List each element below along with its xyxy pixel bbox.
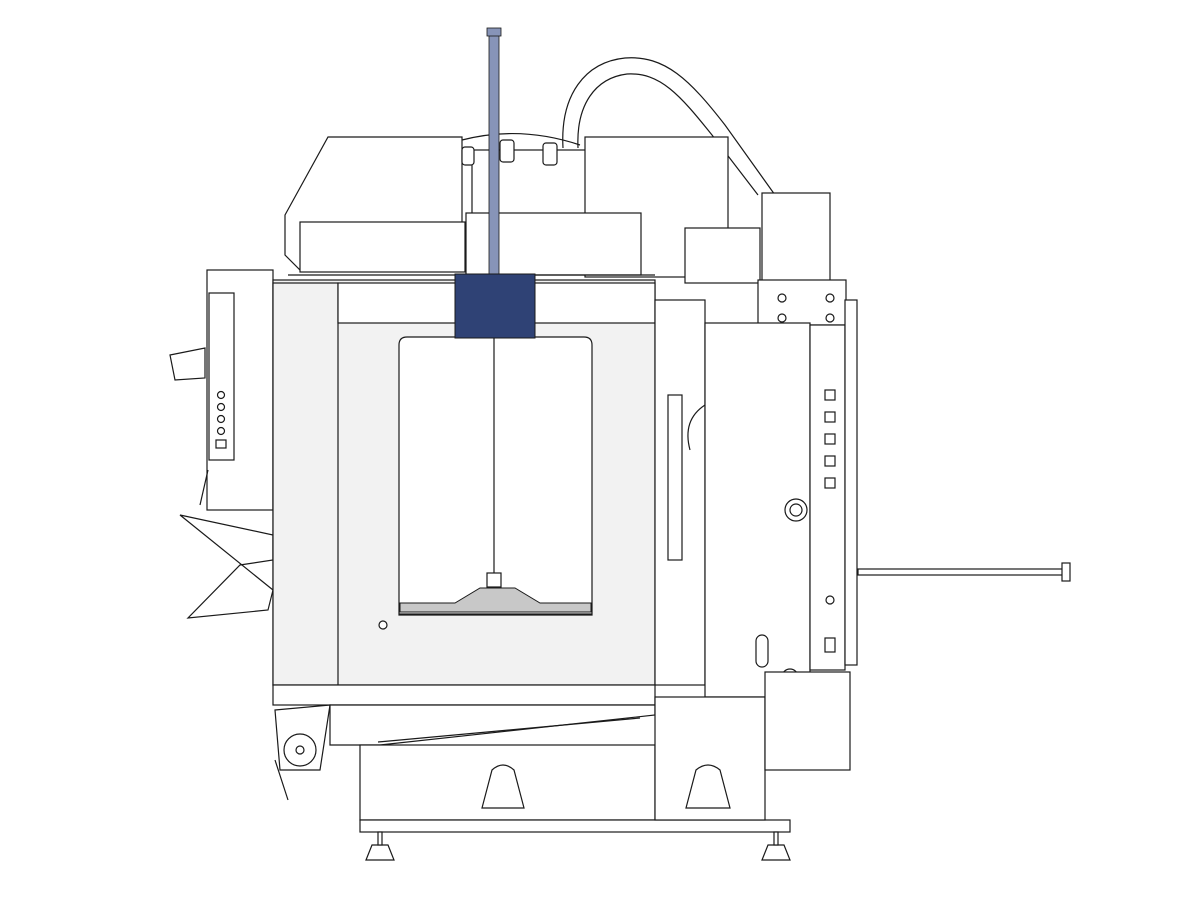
tray-rail [377,717,641,743]
motor-unit [684,227,761,284]
pulley-arm [274,759,289,801]
cabinet-latch-inner [789,503,803,517]
leveling-screw [773,831,779,846]
work-table [399,587,592,613]
connector [824,477,836,489]
cabinet-side-strip [809,324,846,671]
spindle-tool [486,572,502,588]
column-arc [687,404,706,451]
connector [824,433,836,445]
leveling-foot [761,844,791,861]
leveling-screw [377,831,383,846]
hole [825,293,835,303]
spindle-rod-cap [486,27,502,37]
chute-lever [199,469,209,506]
base-band [272,684,656,706]
left-bracket [169,347,206,381]
right-lower-box [764,671,851,771]
extension-rod [857,568,1064,576]
hole [777,293,787,303]
switch [215,439,227,449]
hole [777,313,787,323]
base-floor [359,819,791,833]
tool-holders [461,139,558,166]
tool-holder [499,139,515,163]
spindle-rod [488,31,500,277]
extension-rod-knob [1061,562,1071,582]
upper-housing-panel [299,221,466,273]
connector [824,389,836,401]
base-handle-left [481,764,525,809]
button [216,402,226,412]
mount-holes [777,293,835,323]
chip-chute [179,514,274,619]
scale-strip [667,394,683,561]
right-upper-box [761,192,831,284]
tool-holder [461,146,475,166]
tool-carousel [461,132,581,146]
connector-column [824,389,836,653]
button [216,390,226,400]
coolant-hose [562,57,776,196]
connector [824,411,836,423]
leveling-foot [365,844,395,861]
leveling-feet [365,831,791,861]
button [216,414,226,424]
spindle-head [454,273,536,339]
pulley-bracket [274,704,331,771]
cabinet-slot [755,634,769,668]
cabinet-edge [844,299,858,666]
base-handle-right [685,764,731,809]
tool-holder [542,142,558,166]
pulley-hub [295,745,305,755]
viewing-window [398,336,593,616]
connector [825,595,835,605]
button [216,426,226,436]
chip-tray [329,704,656,746]
hole [825,313,835,323]
switch [824,637,836,653]
control-box-buttons [215,390,227,449]
connector [824,455,836,467]
door-lock [378,620,388,630]
left-door [272,282,339,686]
